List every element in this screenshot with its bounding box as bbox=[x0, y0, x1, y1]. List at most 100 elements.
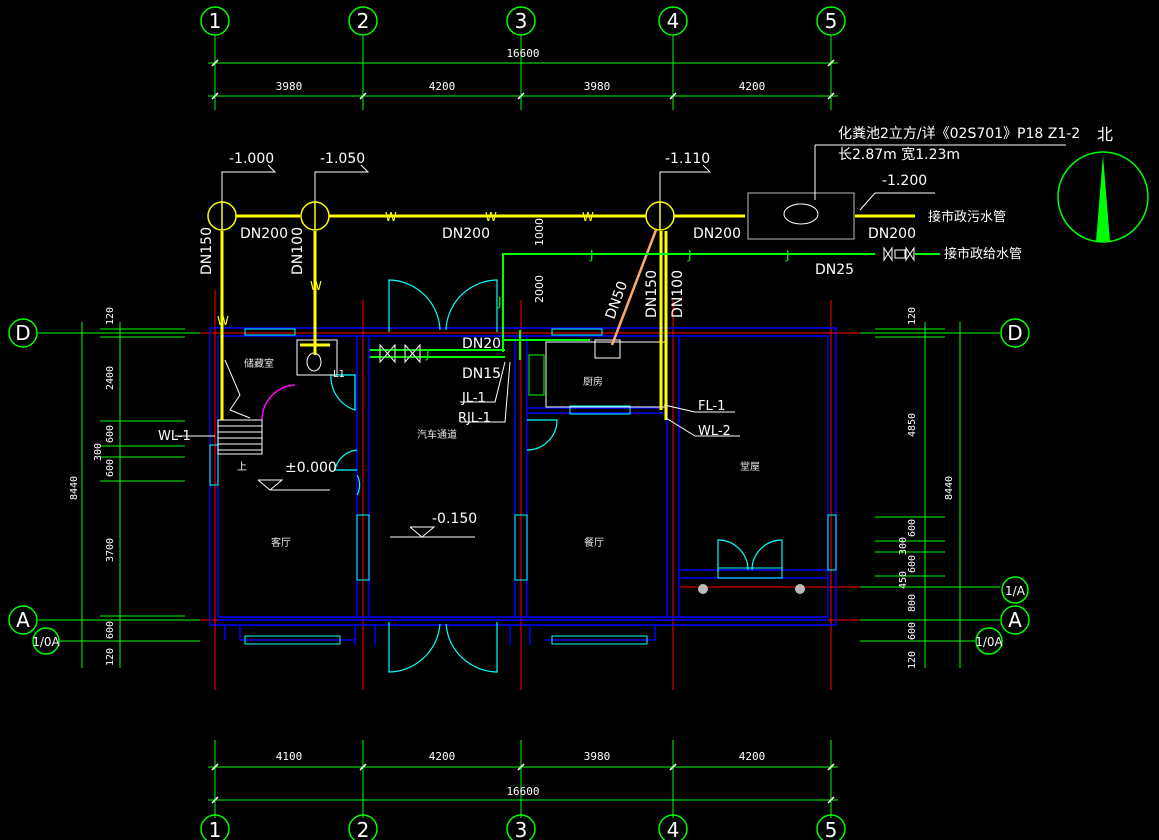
walls bbox=[209, 327, 837, 645]
bottom-span-3: 3980 bbox=[584, 750, 611, 763]
grid-col-4-top: 4 bbox=[667, 9, 680, 33]
grid-row-1a-right: 1/A bbox=[1005, 584, 1026, 598]
water-code-j1: J bbox=[589, 248, 594, 262]
riser-l1: L1 bbox=[333, 369, 345, 380]
water-code-j2: J bbox=[687, 248, 692, 262]
pipe-dn25: DN25 bbox=[815, 262, 854, 278]
room-living: 客厅 bbox=[271, 536, 291, 549]
bottom-total-dim: 16600 bbox=[506, 785, 539, 798]
right-dimension-text: 8440 120 4850 600 300 600 450 800 600 12… bbox=[898, 307, 955, 669]
pipe-dn20: DN20 bbox=[462, 336, 501, 352]
north-arrow: 北 bbox=[1057, 125, 1149, 243]
sewer-code-w3: W bbox=[582, 210, 594, 224]
right-span-5: 600 bbox=[907, 555, 918, 573]
elev-minus-1110: -1.110 bbox=[665, 151, 710, 167]
room-bedroom: 堂屋 bbox=[740, 461, 760, 473]
water-dim-1000: 1000 bbox=[533, 218, 546, 246]
riser-fl-1: FL-1 bbox=[698, 399, 725, 414]
pipe-dn200-2: DN200 bbox=[442, 226, 490, 242]
pipe-dn200-4: DN200 bbox=[868, 226, 916, 242]
left-total-dim: 8440 bbox=[69, 476, 80, 500]
grid-row-a-left: A bbox=[16, 608, 30, 632]
water-code-j5: J bbox=[425, 347, 430, 361]
top-dimension-text: 16600 3980 4200 3980 4200 4100 4200 3980… bbox=[276, 47, 766, 798]
septic-note: 化粪池2立方/详《02S701》P18 Z1-2 bbox=[838, 126, 1080, 142]
sewer-connection-note: 接市政污水管 bbox=[928, 209, 1006, 225]
left-span-4: 300 bbox=[93, 443, 104, 461]
grid-col-3-top: 3 bbox=[515, 9, 528, 33]
septic-tank-opening bbox=[783, 203, 819, 225]
septic-tank bbox=[747, 192, 855, 240]
riser-labels: JL-1 RJL-1 FL-1 WL-2 WL-1 L1 bbox=[158, 369, 731, 444]
grid-col-1-top: 1 bbox=[209, 9, 222, 33]
elev-minus-1000: -1.000 bbox=[229, 151, 274, 167]
storage-door-arc bbox=[261, 384, 296, 421]
room-dining: 餐厅 bbox=[584, 536, 604, 549]
pipe-dn150-right: DN150 bbox=[644, 270, 660, 318]
dimension-tick-marks bbox=[211, 59, 835, 804]
pipe-code-labels: W W W W W J J J J J 1000 2000 bbox=[217, 210, 790, 361]
top-span-3: 3980 bbox=[584, 80, 611, 93]
grid-col-2-bottom: 2 bbox=[357, 818, 370, 840]
north-label: 北 bbox=[1097, 125, 1113, 144]
grid-col-4-bottom: 4 bbox=[667, 818, 680, 840]
valve-icon bbox=[379, 246, 915, 364]
right-total-dim: 8440 bbox=[944, 476, 955, 500]
bottom-span-4: 4200 bbox=[739, 750, 766, 763]
right-span-9: 120 bbox=[907, 651, 918, 669]
elev-minus-1050: -1.050 bbox=[320, 151, 365, 167]
left-span-8: 120 bbox=[105, 648, 116, 666]
left-span-5: 600 bbox=[105, 459, 116, 477]
water-code-j4: J bbox=[497, 295, 502, 309]
pipe-dn100-right: DN100 bbox=[670, 270, 686, 318]
elevation-leaders bbox=[221, 144, 1066, 538]
top-span-1: 3980 bbox=[276, 80, 303, 93]
room-garage: 汽车通道 bbox=[417, 428, 457, 441]
riser-jl-1: JL-1 bbox=[461, 391, 486, 406]
right-span-4: 300 bbox=[898, 537, 909, 555]
sewer-code-w1: W bbox=[385, 210, 397, 224]
right-span-2: 4850 bbox=[907, 413, 918, 437]
sub-grid-bubble-labels: 1/A 1/0A 1/0A bbox=[32, 584, 1025, 649]
sewer-code-w5: W bbox=[217, 314, 229, 328]
riser-rjl-1: RJL-1 bbox=[458, 411, 491, 426]
right-span-8: 600 bbox=[907, 622, 918, 640]
pipe-dn100-left: DN100 bbox=[290, 227, 306, 275]
columns bbox=[698, 584, 805, 594]
grid-bubble-labels: 1 2 3 4 5 1 2 3 4 5 D A D A bbox=[15, 9, 1022, 840]
right-span-7: 800 bbox=[907, 594, 918, 612]
sewer-code-w4: W bbox=[310, 279, 322, 293]
grid-col-3-bottom: 3 bbox=[515, 818, 528, 840]
pipe-dn200-1: DN200 bbox=[240, 226, 288, 242]
grid-col-5-top: 5 bbox=[825, 9, 838, 33]
septic-size-note: 长2.87m 宽1.23m bbox=[838, 146, 960, 163]
water-connection-note: 接市政给水管 bbox=[944, 246, 1022, 262]
room-labels: 储藏室 汽车通道 厨房 客厅 餐厅 堂屋 bbox=[244, 357, 760, 549]
pipe-dn15: DN15 bbox=[462, 366, 501, 382]
pipe-dn50: DN50 bbox=[603, 279, 631, 321]
elev-minus-1200: -1.200 bbox=[882, 173, 927, 189]
top-total-dim: 16600 bbox=[506, 47, 539, 60]
grid-row-d-left: D bbox=[15, 321, 30, 345]
windows bbox=[209, 328, 837, 645]
grid-col-2-top: 2 bbox=[357, 9, 370, 33]
notes: 化粪池2立方/详《02S701》P18 Z1-2 长2.87m 宽1.23m 接… bbox=[838, 126, 1080, 262]
left-span-3: 600 bbox=[105, 425, 116, 443]
stair bbox=[217, 359, 263, 455]
room-kitchen: 厨房 bbox=[583, 375, 603, 388]
elev-garage: -0.150 bbox=[432, 511, 477, 527]
left-span-7: 600 bbox=[105, 621, 116, 639]
grid-row-a-right: A bbox=[1008, 608, 1022, 632]
doors bbox=[330, 279, 783, 673]
water-pipes bbox=[370, 253, 940, 360]
pipe-dn200-3: DN200 bbox=[693, 226, 741, 242]
right-span-1: 120 bbox=[907, 307, 918, 325]
water-dim-2000: 2000 bbox=[533, 275, 546, 303]
sewer-code-w2: W bbox=[485, 210, 497, 224]
grid-col-1-bottom: 1 bbox=[209, 818, 222, 840]
grid-row-10a-right: 1/0A bbox=[975, 635, 1003, 649]
left-span-1: 120 bbox=[105, 307, 116, 325]
riser-leaders bbox=[175, 361, 740, 437]
pipe-labels: DN200 DN200 DN200 DN200 DN150 DN100 DN15… bbox=[199, 226, 916, 382]
room-storage: 储藏室 bbox=[244, 357, 274, 370]
